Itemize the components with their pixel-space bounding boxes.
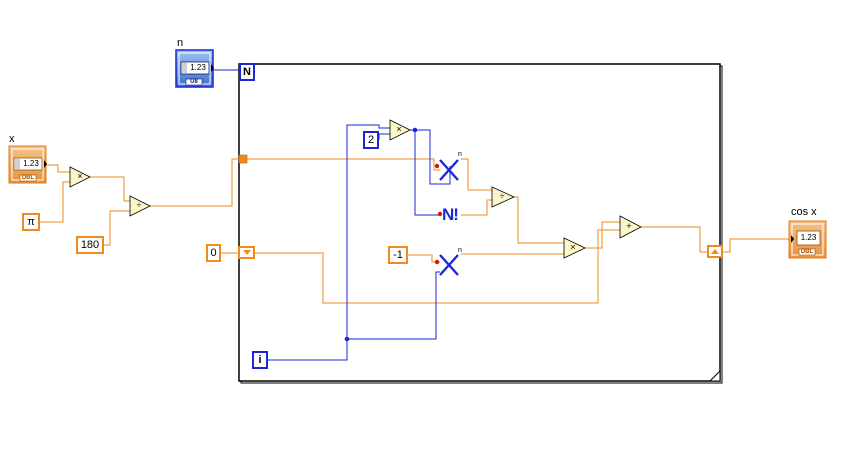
down-arrow-icon	[243, 250, 251, 255]
power-n-superscript: n	[458, 151, 462, 158]
up-arrow-icon	[711, 249, 719, 254]
cos-x-indicator-value: 1.23	[800, 233, 817, 242]
numeric-incdec-icon	[15, 159, 20, 169]
factorial-glyph: N!	[442, 205, 459, 224]
constant-neg-one[interactable]: -1	[388, 246, 408, 264]
divide-glyph: ÷	[499, 191, 505, 201]
multiply-node-sign[interactable]	[563, 237, 586, 259]
x-type-tag: DBL	[21, 175, 35, 181]
add-glyph: +	[626, 221, 632, 231]
cos-x-indicator-terminal[interactable]	[788, 220, 827, 259]
for-loop-structure[interactable]	[238, 63, 723, 384]
multiply-glyph: ×	[570, 242, 576, 252]
int-wires	[213, 69, 451, 361]
input-tunnel[interactable]	[238, 154, 248, 164]
coercion-dot-icon	[434, 259, 440, 265]
loop-resize-handle[interactable]	[708, 369, 721, 382]
loop-count-terminal[interactable]: N	[239, 63, 255, 81]
multiply-node-2i[interactable]	[389, 119, 411, 141]
n-control-label: n	[177, 37, 184, 49]
divide-glyph: ÷	[136, 200, 142, 210]
cos-x-indicator-label: cos x	[791, 206, 817, 218]
power-node-x[interactable]	[434, 159, 459, 181]
cos-x-type-tag: DBL	[800, 249, 814, 255]
constant-zero[interactable]: 0	[206, 244, 221, 262]
constant-180[interactable]: 180	[76, 236, 104, 254]
shift-register-right[interactable]	[707, 245, 723, 258]
multiply-node-x-pi[interactable]	[69, 166, 91, 188]
pi-constant[interactable]: π	[22, 213, 40, 231]
input-arrow-icon	[791, 235, 794, 243]
power-n-superscript: n	[458, 247, 462, 254]
coercion-dot-icon	[434, 163, 440, 169]
x-control-terminal[interactable]	[8, 145, 47, 184]
add-node-sum[interactable]	[619, 215, 642, 239]
power-node-neg-one[interactable]	[434, 254, 459, 276]
n-type-tag: U8	[190, 79, 198, 85]
coercion-dot-icon	[437, 211, 443, 217]
n-control-value: 1.23	[190, 63, 206, 72]
multiply-glyph: ×	[77, 171, 83, 181]
numeric-incdec-icon	[182, 63, 187, 73]
multiply-glyph: ×	[396, 124, 402, 134]
wire-junction	[412, 127, 418, 133]
loop-iteration-terminal[interactable]: i	[252, 351, 268, 369]
factorial-node[interactable]	[437, 211, 443, 217]
divide-node-180[interactable]	[129, 195, 151, 217]
n-control-terminal[interactable]	[175, 49, 214, 88]
x-control-label: x	[9, 133, 15, 145]
divide-node-term[interactable]	[491, 186, 515, 208]
constant-two[interactable]: 2	[363, 131, 379, 149]
shift-register-left[interactable]	[238, 246, 255, 259]
output-arrow-icon	[211, 64, 214, 72]
output-arrow-icon	[44, 160, 47, 168]
wire-junction	[344, 336, 350, 342]
x-control-value: 1.23	[23, 159, 39, 168]
